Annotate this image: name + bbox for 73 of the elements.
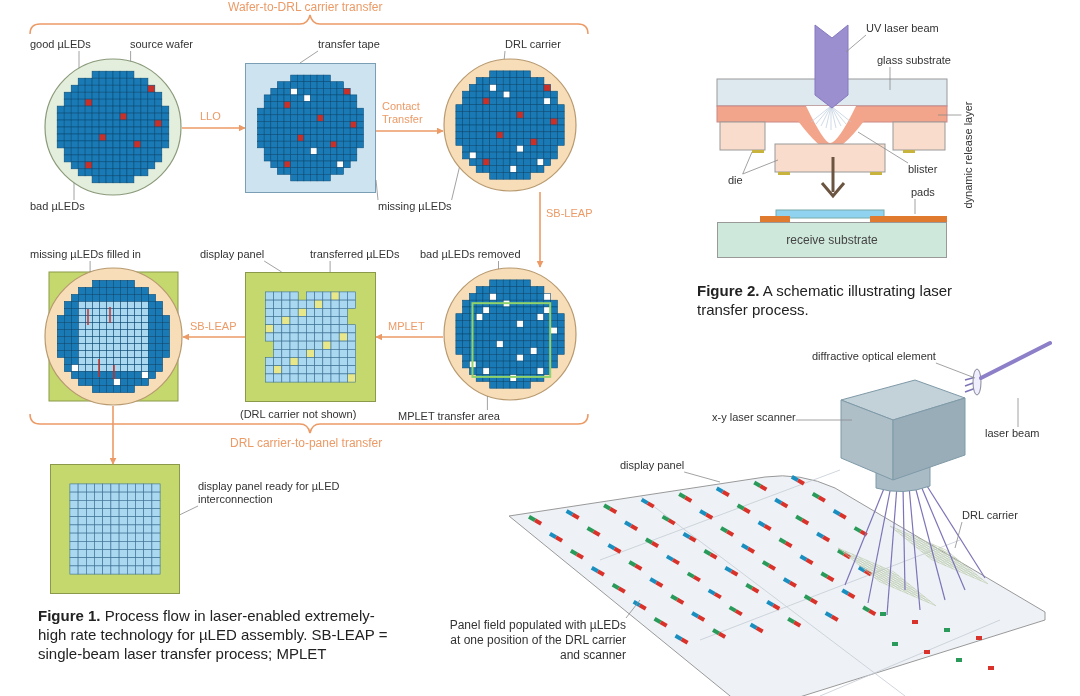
process-arrow	[109, 405, 117, 465]
process-arrow	[182, 333, 246, 341]
callout-label: bad µLEDs	[30, 200, 85, 213]
annotation-text: Wafer-to-DRL carrier transfer	[228, 0, 383, 15]
annotation-text: (DRL carrier not shown)	[240, 408, 357, 421]
callout-label: dynamic release layer	[961, 101, 975, 209]
callout-label: die	[728, 174, 743, 187]
figure-caption: Figure 1. Process flow in laser-enabled extremely-high rate technology for µLED assembly. SB-LEAP = single-beam laser transfer process; MPLET	[38, 606, 389, 663]
callout-label: UV laser beam	[866, 22, 939, 35]
leader-line	[299, 50, 319, 64]
callout-label: glass substrate	[877, 54, 951, 67]
leader-line	[742, 159, 779, 175]
leader-line	[78, 50, 80, 69]
process-arrow	[536, 191, 544, 268]
leader-line	[954, 521, 963, 549]
callout-label: laser beam	[985, 427, 1040, 440]
annotation-text: DRL carrier-to-panel transfer	[230, 436, 383, 451]
callout-label: display panel	[200, 248, 265, 261]
leader-line	[375, 179, 379, 201]
callout-label: pads	[911, 186, 935, 199]
leader-line	[889, 66, 891, 91]
leader-line	[263, 260, 283, 273]
callout-label: source wafer	[130, 38, 193, 51]
leader-line	[451, 167, 460, 201]
callout-label: bad µLEDs removed	[420, 248, 521, 261]
leader-line	[625, 599, 641, 619]
leader-line	[487, 395, 488, 411]
edge-label: SB-LEAP	[190, 320, 237, 333]
leader-line	[498, 260, 499, 270]
leader-line	[857, 131, 909, 164]
receive-substrate-layer: receive substrate	[717, 222, 947, 258]
callout-label: good µLEDs	[30, 38, 91, 51]
leader-line	[503, 50, 506, 60]
callout-label: transfer tape	[318, 38, 380, 51]
leader-line	[795, 419, 853, 421]
edge-label: MPLET	[388, 320, 425, 333]
leader-line	[914, 198, 916, 215]
leader-line	[130, 50, 131, 62]
leader-line	[937, 114, 962, 116]
leader-line	[683, 471, 721, 483]
callout-label: missing µLEDs	[378, 200, 452, 213]
callout-label: display panel ready for µLED interconnection	[198, 480, 348, 506]
leader-line	[935, 362, 976, 379]
callout-label: MPLET transfer area	[398, 410, 500, 423]
figure-caption: Figure 2. A schematic illustrating laser transfer process.	[697, 281, 954, 319]
callout-label: display panel	[620, 459, 685, 472]
leader-line	[845, 34, 867, 53]
edge-label: LLO	[200, 110, 221, 123]
callout-label: x-y laser scanner	[712, 411, 796, 424]
callout-label: missing µLEDs filled in	[30, 248, 141, 261]
leader-line	[1017, 397, 1019, 428]
wafer-drawing	[443, 58, 577, 192]
leader-line	[179, 505, 199, 516]
transfer-tape-drawing	[245, 63, 376, 193]
wafer-drawing	[44, 57, 182, 197]
callout-label: Panel field populated with µLEDs at one position of the DRL carrier and scanner	[440, 618, 626, 663]
leader-line	[73, 182, 75, 201]
callout-label: DRL carrier	[505, 38, 561, 51]
edge-label: SB-LEAP	[546, 207, 593, 220]
wafer-on-panel-drawing	[44, 267, 183, 406]
callout-label: transferred µLEDs	[310, 248, 400, 261]
wafer-drawing	[443, 267, 577, 401]
leader-line	[742, 151, 753, 175]
callout-label: DRL carrier	[962, 509, 1018, 522]
process-arrow	[375, 127, 444, 135]
callout-label: diffractive optical element	[812, 350, 936, 363]
callout-label: blister	[908, 163, 938, 176]
display-panel-drawing	[245, 272, 376, 402]
process-arrow	[181, 124, 246, 132]
display-panel-drawing	[50, 464, 180, 594]
process-arrow	[375, 333, 444, 341]
leader-line	[329, 260, 331, 273]
leader-line	[89, 260, 91, 273]
